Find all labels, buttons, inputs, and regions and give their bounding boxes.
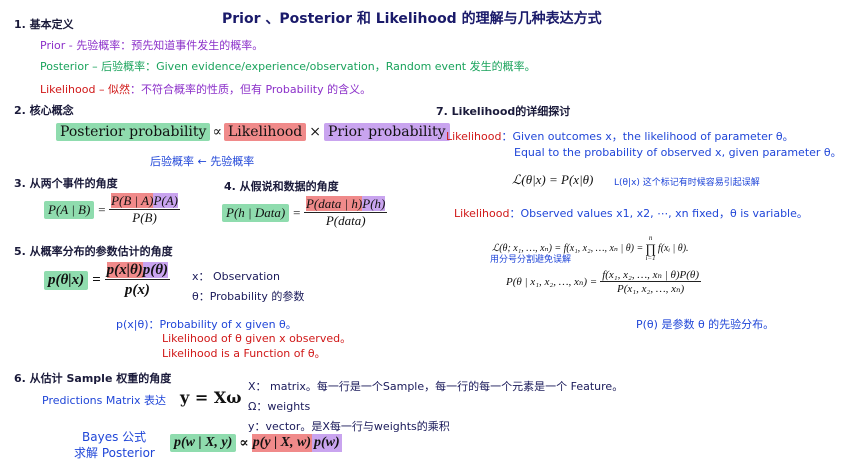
likelihood-term: Likelihood (162, 332, 218, 345)
section-1-heading: 1. 基本定义 (14, 18, 74, 31)
product-upper: n (648, 234, 653, 242)
likelihood-equation-1: ℒ(θ|x) = P(x|θ) (512, 172, 594, 187)
numerator: f(x₁, x₂, …, xₙ | θ)P(θ) (600, 269, 701, 282)
x-matrix-desc: X： matrix。每一行是一个Sample，每一行的每一个元素是一个 Feat… (248, 380, 624, 393)
likelihood-given-x-line: Likelihood of θ given x observed。 (162, 330, 351, 346)
posterior-term: p(θ|x) (44, 271, 89, 290)
posterior-term: P(h | Data) (222, 203, 290, 222)
section-5-heading: 5. 从概率分布的参数估计的角度 (14, 245, 173, 258)
denominator: p(x) (124, 282, 150, 298)
line-text: ：Observed values x1, x2, ⋯, xn fixed，θ i… (509, 207, 808, 220)
y-vector-desc: y：vector。是X每一行与weights的乘积 (248, 420, 450, 433)
likelihood-given-outcomes: Likelihood：Given outcomes x，the likeliho… (446, 128, 794, 144)
predictions-formula: y = Xω (180, 388, 242, 407)
section-4-heading: 4. 从假说和数据的角度 (224, 180, 339, 193)
likelihood-term: P(data | h) (305, 196, 363, 211)
posterior-definition: Posterior – 后验概率：Given evidence/experien… (40, 60, 536, 73)
px-theta-line: p(x|θ)：Probability of x given θ。 (116, 318, 297, 331)
core-concept-formula: Posterior probability ∝ Likelihood × Pri… (56, 123, 450, 141)
theta-parameter-note: θ：Probability 的参数 (192, 290, 305, 303)
section-7-heading: 7. Likelihood的详细探讨 (436, 105, 571, 118)
prior-probability-box: Prior probability (324, 123, 450, 141)
hypothesis-data-formula: P(h | Data) = P(data | h)P(h) P(data) (222, 196, 388, 229)
likelihood-definition: Likelihood – 似然：不符合概率的性质，但有 Probability … (40, 81, 371, 97)
denominator: P(x₁, x₂, …, xₙ) (617, 283, 685, 295)
likelihood-term: p(x|θ) (106, 262, 143, 278)
numerator: P(B | A)P(A) (109, 193, 180, 210)
likelihood-desc: ：不符合概率的性质，但有 Probability 的含义。 (129, 83, 372, 96)
posterior-equation-3: P(θ | x₁, x₂, …, xₙ) = f(x₁, x₂, …, xₙ |… (506, 268, 701, 295)
equals-symbol: = (92, 272, 101, 288)
semicolon-note: 用分号分割避免误解 (490, 255, 572, 265)
posterior-term: P(A | B) (44, 200, 95, 219)
fraction: P(B | A)P(A) P(B) (109, 193, 180, 226)
likelihood-notation-note: L(θ|x) 这个标记有时候容易引起误解 (614, 178, 760, 188)
likelihood-observed-values: Likelihood：Observed values x1, x2, ⋯, xn… (454, 205, 808, 221)
proportional-symbol: ∝ (212, 124, 222, 140)
fraction: f(x₁, x₂, …, xₙ | θ)P(θ) P(x₁, x₂, …, xₙ… (600, 268, 701, 295)
likelihood-equal-line: Equal to the probability of observed x, … (514, 146, 842, 159)
likelihood-term: p(y | X, w) (251, 434, 312, 452)
posterior-probability-box: Posterior probability (56, 123, 211, 141)
line-text: ：Given outcomes x，the likelihood of para… (501, 130, 794, 143)
section-2-heading: 2. 核心概念 (14, 104, 74, 117)
predictions-matrix-label: Predictions Matrix 表达 (42, 394, 167, 407)
line-text: is a Function of θ。 (217, 347, 326, 360)
equals-symbol: = (97, 201, 107, 217)
prior-term: p(w) (312, 434, 342, 452)
product-lower: i=1 (645, 254, 656, 262)
posterior-term: p(w | X, y) (170, 434, 237, 452)
likelihood-term: Likelihood (454, 207, 510, 220)
equation-rhs: f(xᵢ | θ). (657, 243, 689, 254)
section-6-heading: 6. 从估计 Sample 权重的角度 (14, 372, 172, 385)
posterior-prior-note: 后验概率 ← 先验概率 (150, 155, 255, 168)
parameter-estimation-formula: p(θ|x) = p(x|θ)p(θ) p(x) (44, 262, 171, 299)
likelihood-term: P(B | A) (111, 193, 154, 208)
likelihood-function-line: Likelihood is a Function of θ。 (162, 345, 326, 361)
numerator: P(data | h)P(h) (303, 196, 388, 213)
likelihood-term: Likelihood (446, 130, 502, 143)
denominator: P(data) (325, 213, 366, 228)
bayes-posterior-formula: p(w | X, y) ∝ p(y | X, w)p(w) (170, 434, 342, 452)
fraction: p(x|θ)p(θ) p(x) (104, 262, 171, 299)
omega-weights-desc: Ω：weights (248, 400, 311, 413)
line-text: of θ given x observed。 (217, 332, 352, 345)
x-observation-note: x： Observation (192, 270, 280, 283)
prior-term: p(θ) (142, 262, 169, 278)
section-3-heading: 3. 从两个事件的角度 (14, 177, 118, 190)
product-operator: n ∏ i=1 (645, 235, 656, 262)
likelihood-equation-2: ℒ(θ; x₁, …, xₙ) = f(x₁, x₂, …, xₙ | θ) =… (492, 235, 689, 262)
product-symbol: ∏ (645, 241, 656, 256)
solve-posterior-label: 求解 Posterior (74, 446, 155, 460)
equation-lhs: P(θ | x₁, x₂, …, xₙ) = (506, 276, 598, 288)
likelihood-term: Likelihood – 似然 (40, 83, 130, 96)
prior-distribution-note: P(θ) 是参数 θ 的先验分布。 (636, 318, 775, 331)
fraction: P(data | h)P(h) P(data) (303, 196, 388, 229)
likelihood-term: Likelihood (162, 347, 218, 360)
times-symbol: × (309, 124, 322, 140)
equation-lhs: ℒ(θ; x₁, …, xₙ) = f(x₁, x₂, …, xₙ | θ) = (492, 243, 644, 254)
denominator: P(B) (132, 210, 157, 225)
bayes-formula-label: Bayes 公式 (82, 430, 147, 444)
two-events-formula: P(A | B) = P(B | A)P(A) P(B) (44, 193, 180, 226)
prior-term: P(A) (153, 193, 178, 208)
likelihood-box: Likelihood (223, 123, 307, 141)
prior-definition: Prior - 先验概率：预先知道事件发生的概率。 (40, 39, 264, 52)
page-title: Prior 、Posterior 和 Likelihood 的理解与几种表达方式 (222, 11, 602, 27)
equals-symbol: = (292, 204, 301, 220)
numerator: p(x|θ)p(θ) (104, 262, 171, 280)
proportional-symbol: ∝ (239, 435, 249, 451)
prior-term: P(h) (362, 196, 386, 211)
